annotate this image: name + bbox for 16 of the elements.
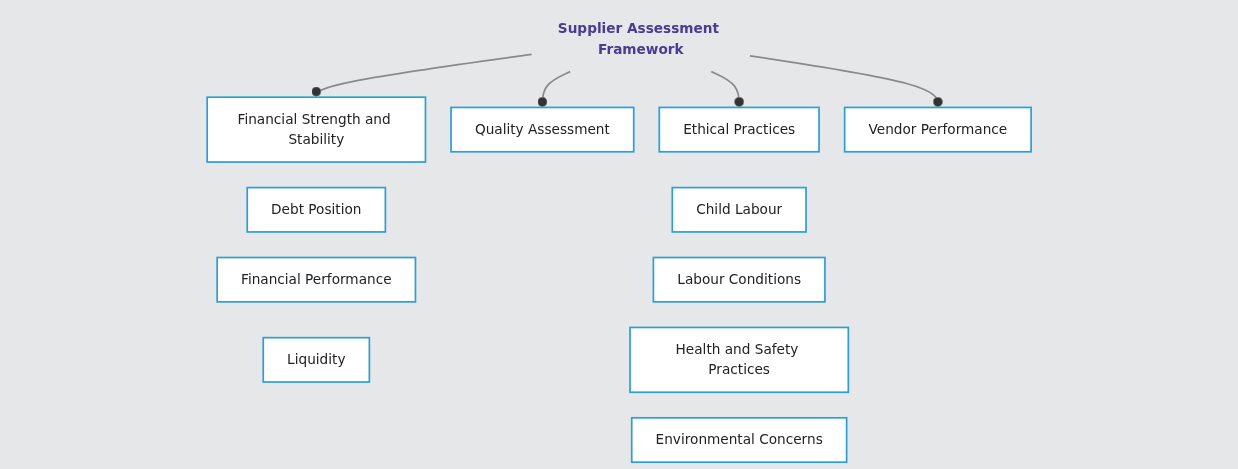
node-box: Vendor Performance: [843, 106, 1032, 153]
node-box: Child Labour: [671, 186, 807, 233]
node-box: Financial Performance: [216, 256, 417, 303]
node-box: Debt Position: [246, 186, 387, 233]
node-box: Quality Assessment: [450, 106, 635, 153]
node-box: Liquidity: [262, 336, 371, 383]
node-text: Supplier Assessment Framework: [557, 20, 719, 58]
node-box: Ethical Practices: [658, 106, 820, 153]
connector: [311, 53, 533, 99]
node-box: Health and Safety Practices: [629, 326, 850, 394]
node-box: Labour Conditions: [652, 256, 826, 303]
node-box: Financial Strength and Stability: [206, 96, 427, 163]
connector: [748, 54, 943, 109]
node-box: Environmental Concerns: [630, 417, 848, 464]
connector: [710, 70, 745, 109]
connector: [537, 70, 571, 109]
